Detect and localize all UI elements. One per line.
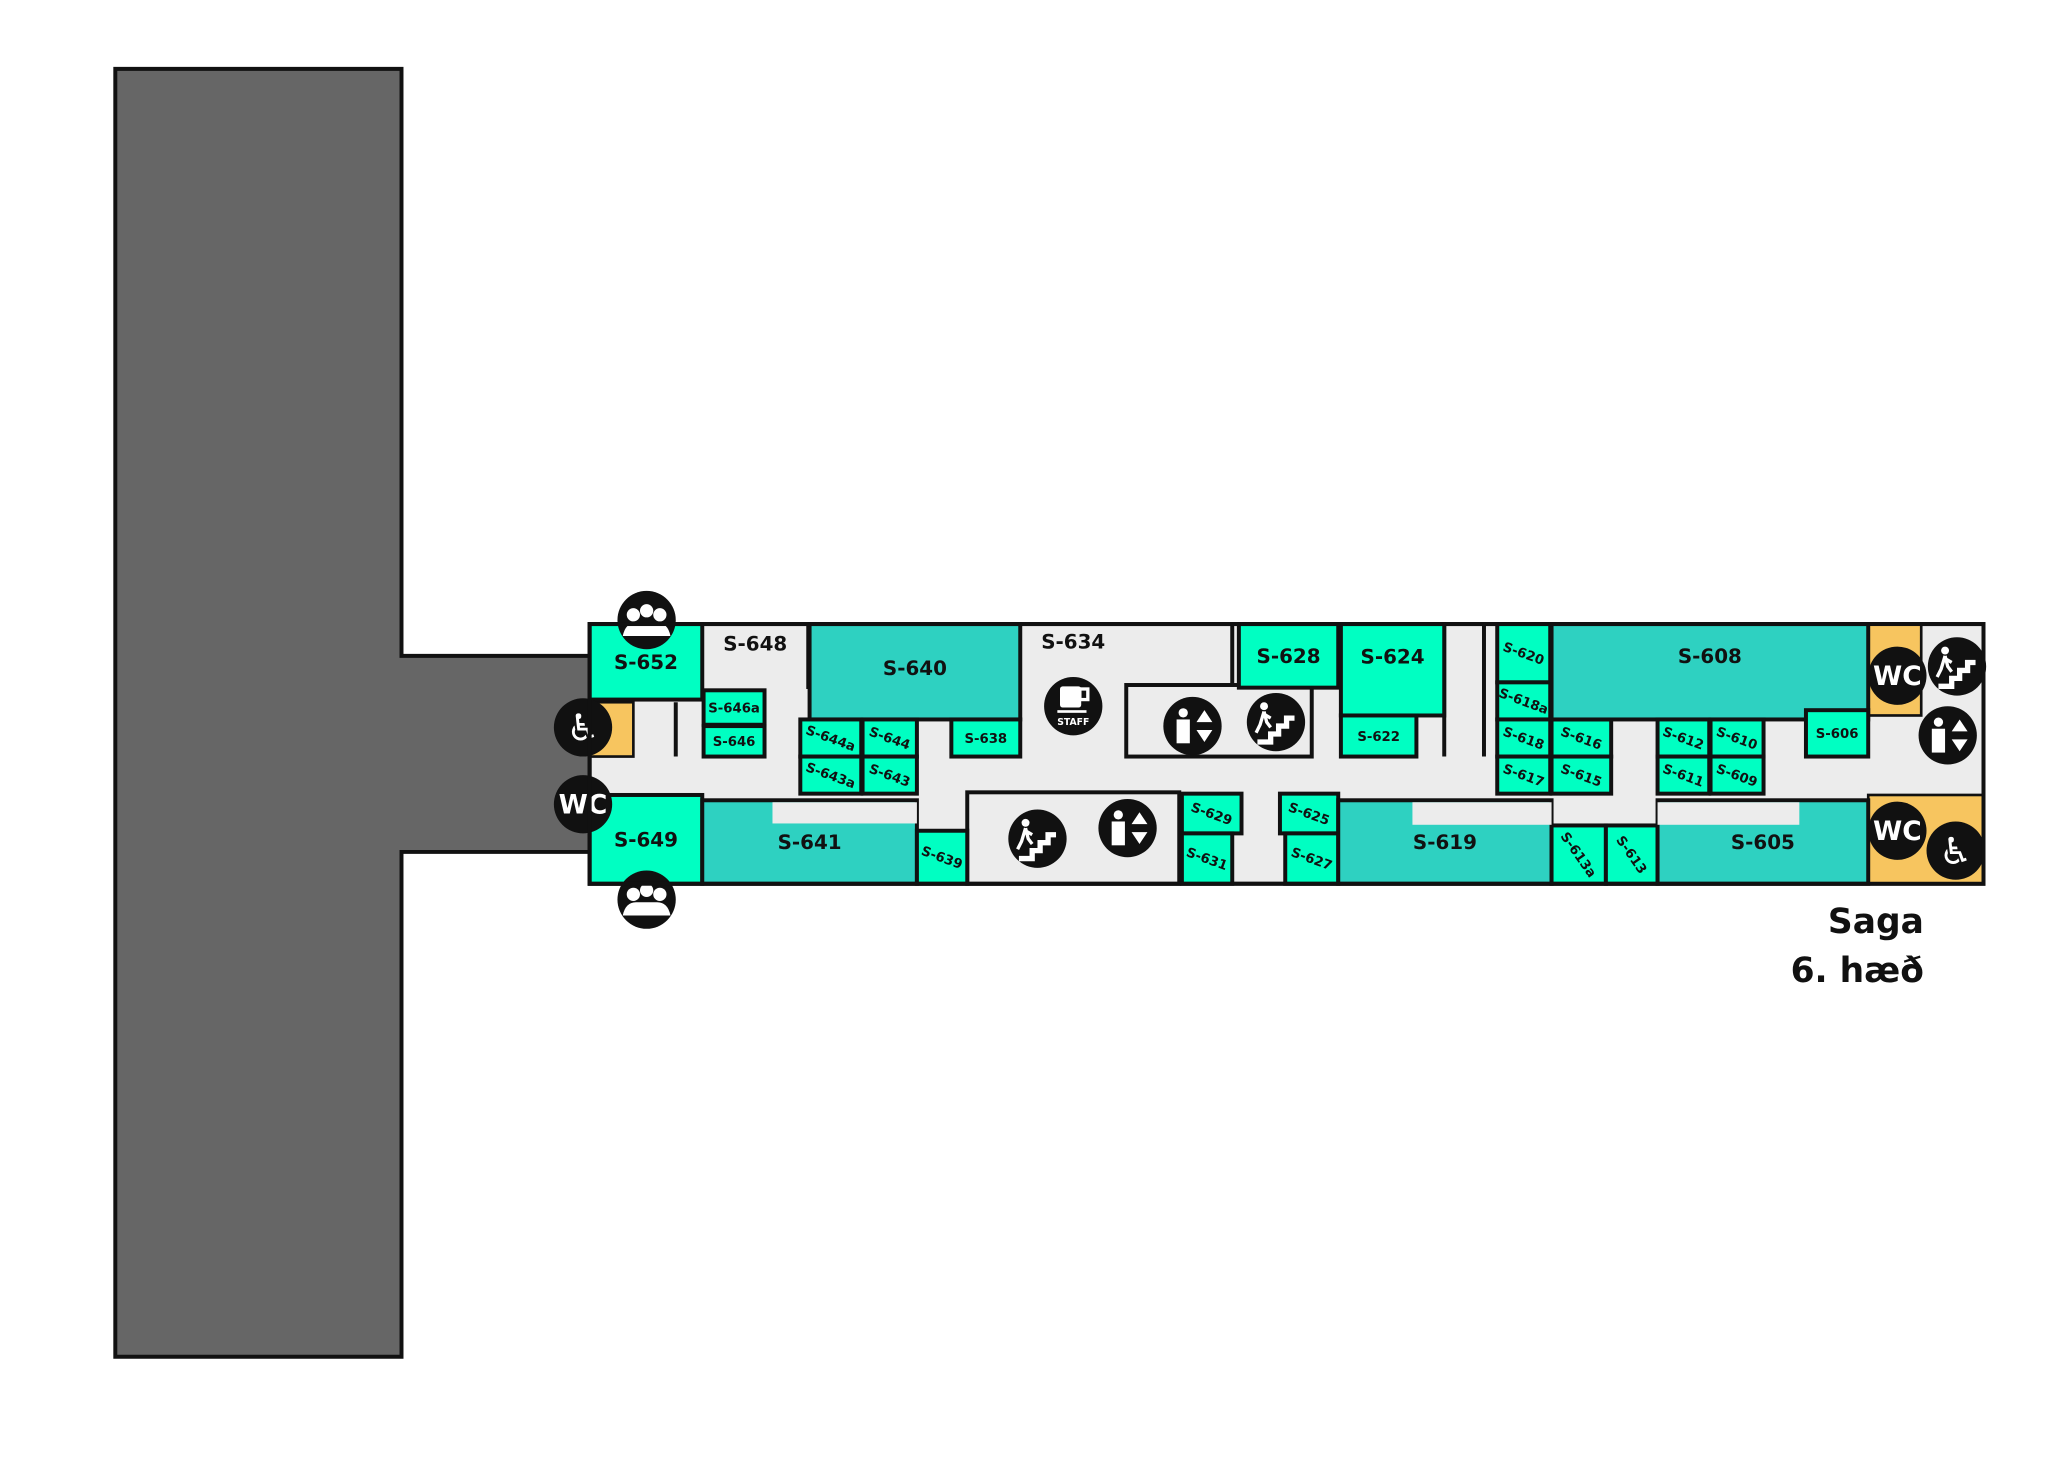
accessible-icon[interactable]: ♿ bbox=[553, 698, 613, 757]
room-s-616[interactable]: S-616 bbox=[1549, 717, 1614, 759]
room-s-634[interactable]: S-634 bbox=[1041, 630, 1105, 653]
room-label: S-649 bbox=[614, 829, 678, 852]
room-s-646[interactable]: S-646 bbox=[701, 724, 767, 759]
room-s-617[interactable]: S-617 bbox=[1495, 754, 1553, 796]
room-s-613[interactable]: S-613 bbox=[1603, 823, 1660, 886]
room-s-611[interactable]: S-611 bbox=[1655, 754, 1712, 796]
room-s-638[interactable]: S-638 bbox=[949, 717, 1023, 759]
room-s-646a[interactable]: S-646a bbox=[701, 688, 767, 727]
room-s-618[interactable]: S-618 bbox=[1495, 717, 1553, 759]
room-shape bbox=[1803, 708, 1871, 759]
room-label: S-646 bbox=[713, 735, 756, 750]
corridor-notch bbox=[1657, 802, 1800, 825]
room-label: S-608 bbox=[1678, 645, 1742, 668]
room-shape bbox=[1708, 754, 1766, 796]
room-label: S-605 bbox=[1731, 831, 1795, 854]
room-s-627[interactable]: S-627 bbox=[1283, 831, 1341, 886]
room-s-610[interactable]: S-610 bbox=[1708, 717, 1766, 759]
icons-layer: ♿ WC STAFF WC WC ♿ bbox=[553, 590, 1987, 929]
wc-icon[interactable]: WC bbox=[1868, 801, 1927, 860]
room-shape bbox=[860, 754, 919, 796]
room-s-631[interactable]: S-631 bbox=[1179, 831, 1235, 886]
room-s-643a[interactable]: S-643a bbox=[798, 754, 864, 796]
meeting-room-icon[interactable] bbox=[617, 870, 676, 929]
room-s-648[interactable]: S-648 bbox=[723, 632, 787, 655]
svg-text:♿: ♿ bbox=[1939, 830, 1972, 873]
room-label: S-628 bbox=[1257, 645, 1321, 668]
room-shape bbox=[1283, 831, 1341, 886]
corridor-notch bbox=[772, 802, 917, 824]
room-shape bbox=[1603, 823, 1660, 886]
room-s-608[interactable]: S-608 bbox=[1549, 622, 1871, 722]
room-s-615[interactable]: S-615 bbox=[1549, 754, 1614, 796]
elevator-icon[interactable] bbox=[1918, 706, 1977, 765]
room-s-606[interactable]: S-606 bbox=[1803, 708, 1871, 759]
svg-text:WC: WC bbox=[1873, 816, 1922, 847]
room-shape bbox=[1655, 754, 1712, 796]
stairs-icon[interactable] bbox=[1927, 637, 1987, 696]
room-s-618a[interactable]: S-618a bbox=[1495, 680, 1553, 722]
wc-icon[interactable]: WC bbox=[553, 775, 613, 834]
room-shape bbox=[949, 717, 1023, 759]
staff-kitchen-icon[interactable]: STAFF bbox=[1044, 677, 1103, 736]
building-outline-border bbox=[587, 622, 1986, 886]
room-label: S-624 bbox=[1361, 646, 1425, 669]
svg-text:WC: WC bbox=[559, 790, 608, 821]
room-shape bbox=[1549, 622, 1871, 722]
wc-icon[interactable]: WC bbox=[1868, 646, 1927, 705]
room-label: S-648 bbox=[723, 632, 787, 655]
room-label: S-622 bbox=[1357, 730, 1400, 745]
room-s-620[interactable]: S-620 bbox=[1495, 622, 1553, 685]
room-shape bbox=[1549, 754, 1614, 796]
room-s-640[interactable]: S-640 bbox=[807, 622, 1023, 722]
room-shape bbox=[798, 754, 864, 796]
room-shape bbox=[1549, 823, 1608, 886]
room-s-624[interactable]: S-624 bbox=[1338, 622, 1447, 718]
room-shape bbox=[701, 724, 767, 759]
room-s-609[interactable]: S-609 bbox=[1708, 754, 1766, 796]
room-label: S-634 bbox=[1041, 630, 1105, 653]
floor-label: 6. hæð bbox=[1791, 951, 1924, 991]
room-label: S-641 bbox=[778, 831, 842, 854]
room-shape bbox=[1495, 717, 1553, 759]
meeting-room-icon[interactable] bbox=[617, 590, 676, 650]
room-s-628[interactable]: S-628 bbox=[1236, 622, 1341, 690]
room-label: S-619 bbox=[1413, 831, 1477, 854]
room-label: S-638 bbox=[964, 732, 1007, 747]
svg-text:♿: ♿ bbox=[566, 707, 599, 750]
svg-text:WC: WC bbox=[1873, 661, 1922, 692]
room-shape bbox=[1179, 831, 1235, 886]
room-s-629[interactable]: S-629 bbox=[1179, 791, 1244, 836]
room-s-613a[interactable]: S-613a bbox=[1549, 823, 1608, 886]
room-label: S-652 bbox=[614, 651, 678, 674]
room-s-625[interactable]: S-625 bbox=[1277, 791, 1341, 836]
svg-text:STAFF: STAFF bbox=[1057, 717, 1089, 728]
room-s-639[interactable]: S-639 bbox=[914, 828, 970, 886]
room-shape bbox=[701, 688, 767, 727]
building-name: Saga bbox=[1828, 902, 1924, 942]
room-s-622[interactable]: S-622 bbox=[1338, 713, 1419, 759]
accessible-icon[interactable]: ♿ bbox=[1926, 821, 1985, 880]
room-shape bbox=[1338, 622, 1447, 718]
room-shape bbox=[914, 828, 970, 886]
room-shape bbox=[807, 622, 1023, 722]
room-shape bbox=[1495, 754, 1553, 796]
stairs-icon[interactable] bbox=[1008, 809, 1067, 868]
room-s-644a[interactable]: S-644a bbox=[798, 717, 864, 759]
room-label: S-640 bbox=[883, 657, 947, 680]
stairs-icon[interactable] bbox=[1246, 692, 1306, 752]
room-s-643[interactable]: S-643 bbox=[860, 754, 919, 796]
adjacent-building bbox=[113, 66, 592, 1359]
room-shape bbox=[1549, 717, 1614, 759]
room-s-644[interactable]: S-644 bbox=[860, 717, 919, 759]
room-shape bbox=[1338, 713, 1419, 759]
room-s-612[interactable]: S-612 bbox=[1655, 717, 1712, 759]
corridor-notch bbox=[1412, 802, 1552, 825]
elevator-icon[interactable] bbox=[1098, 798, 1157, 858]
room-label: S-646a bbox=[708, 701, 760, 716]
elevator-icon[interactable] bbox=[1163, 696, 1222, 756]
room-label: S-606 bbox=[1816, 727, 1859, 742]
